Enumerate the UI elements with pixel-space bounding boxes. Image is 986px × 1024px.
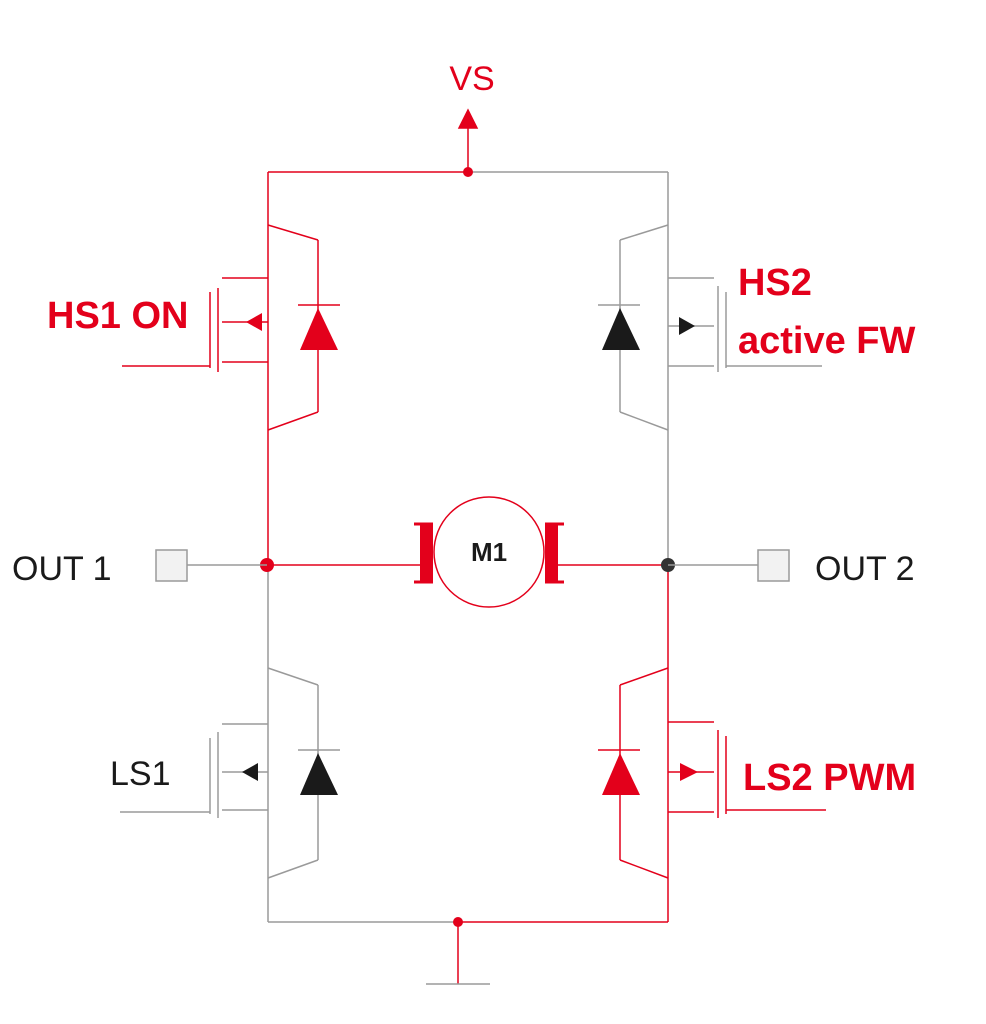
out2-terminal (757, 549, 790, 582)
ls1-gate-arrow (242, 763, 258, 781)
supply-node (463, 167, 473, 177)
hs1-label: HS1 ON (47, 295, 188, 337)
hs2-label-line1: HS2 (738, 262, 812, 304)
hs2-gate-arrow (679, 317, 695, 335)
hs2-label-line2: active FW (738, 320, 916, 362)
motor-brush-left (420, 524, 433, 582)
motor-label: M1 (471, 537, 507, 567)
motor-body (433, 496, 545, 608)
hs2-diode (602, 308, 640, 350)
ls2-label: LS2 PWM (743, 757, 916, 799)
hs1-diode (300, 308, 338, 350)
ls1-diode (300, 753, 338, 795)
supply-label: VS (449, 60, 494, 98)
out1-terminal (155, 549, 188, 582)
out1-label: OUT 1 (12, 550, 112, 588)
motor-brush-right (545, 524, 558, 582)
ls2-gate-arrow (680, 763, 698, 781)
ls1-transistor (120, 667, 340, 879)
supply-arrow (457, 108, 479, 172)
hs1-gate-arrow (246, 313, 262, 331)
ls2-transistor (598, 667, 826, 879)
out2-label: OUT 2 (815, 550, 915, 588)
ls2-diode (602, 753, 640, 795)
ls1-label: LS1 (110, 755, 171, 793)
